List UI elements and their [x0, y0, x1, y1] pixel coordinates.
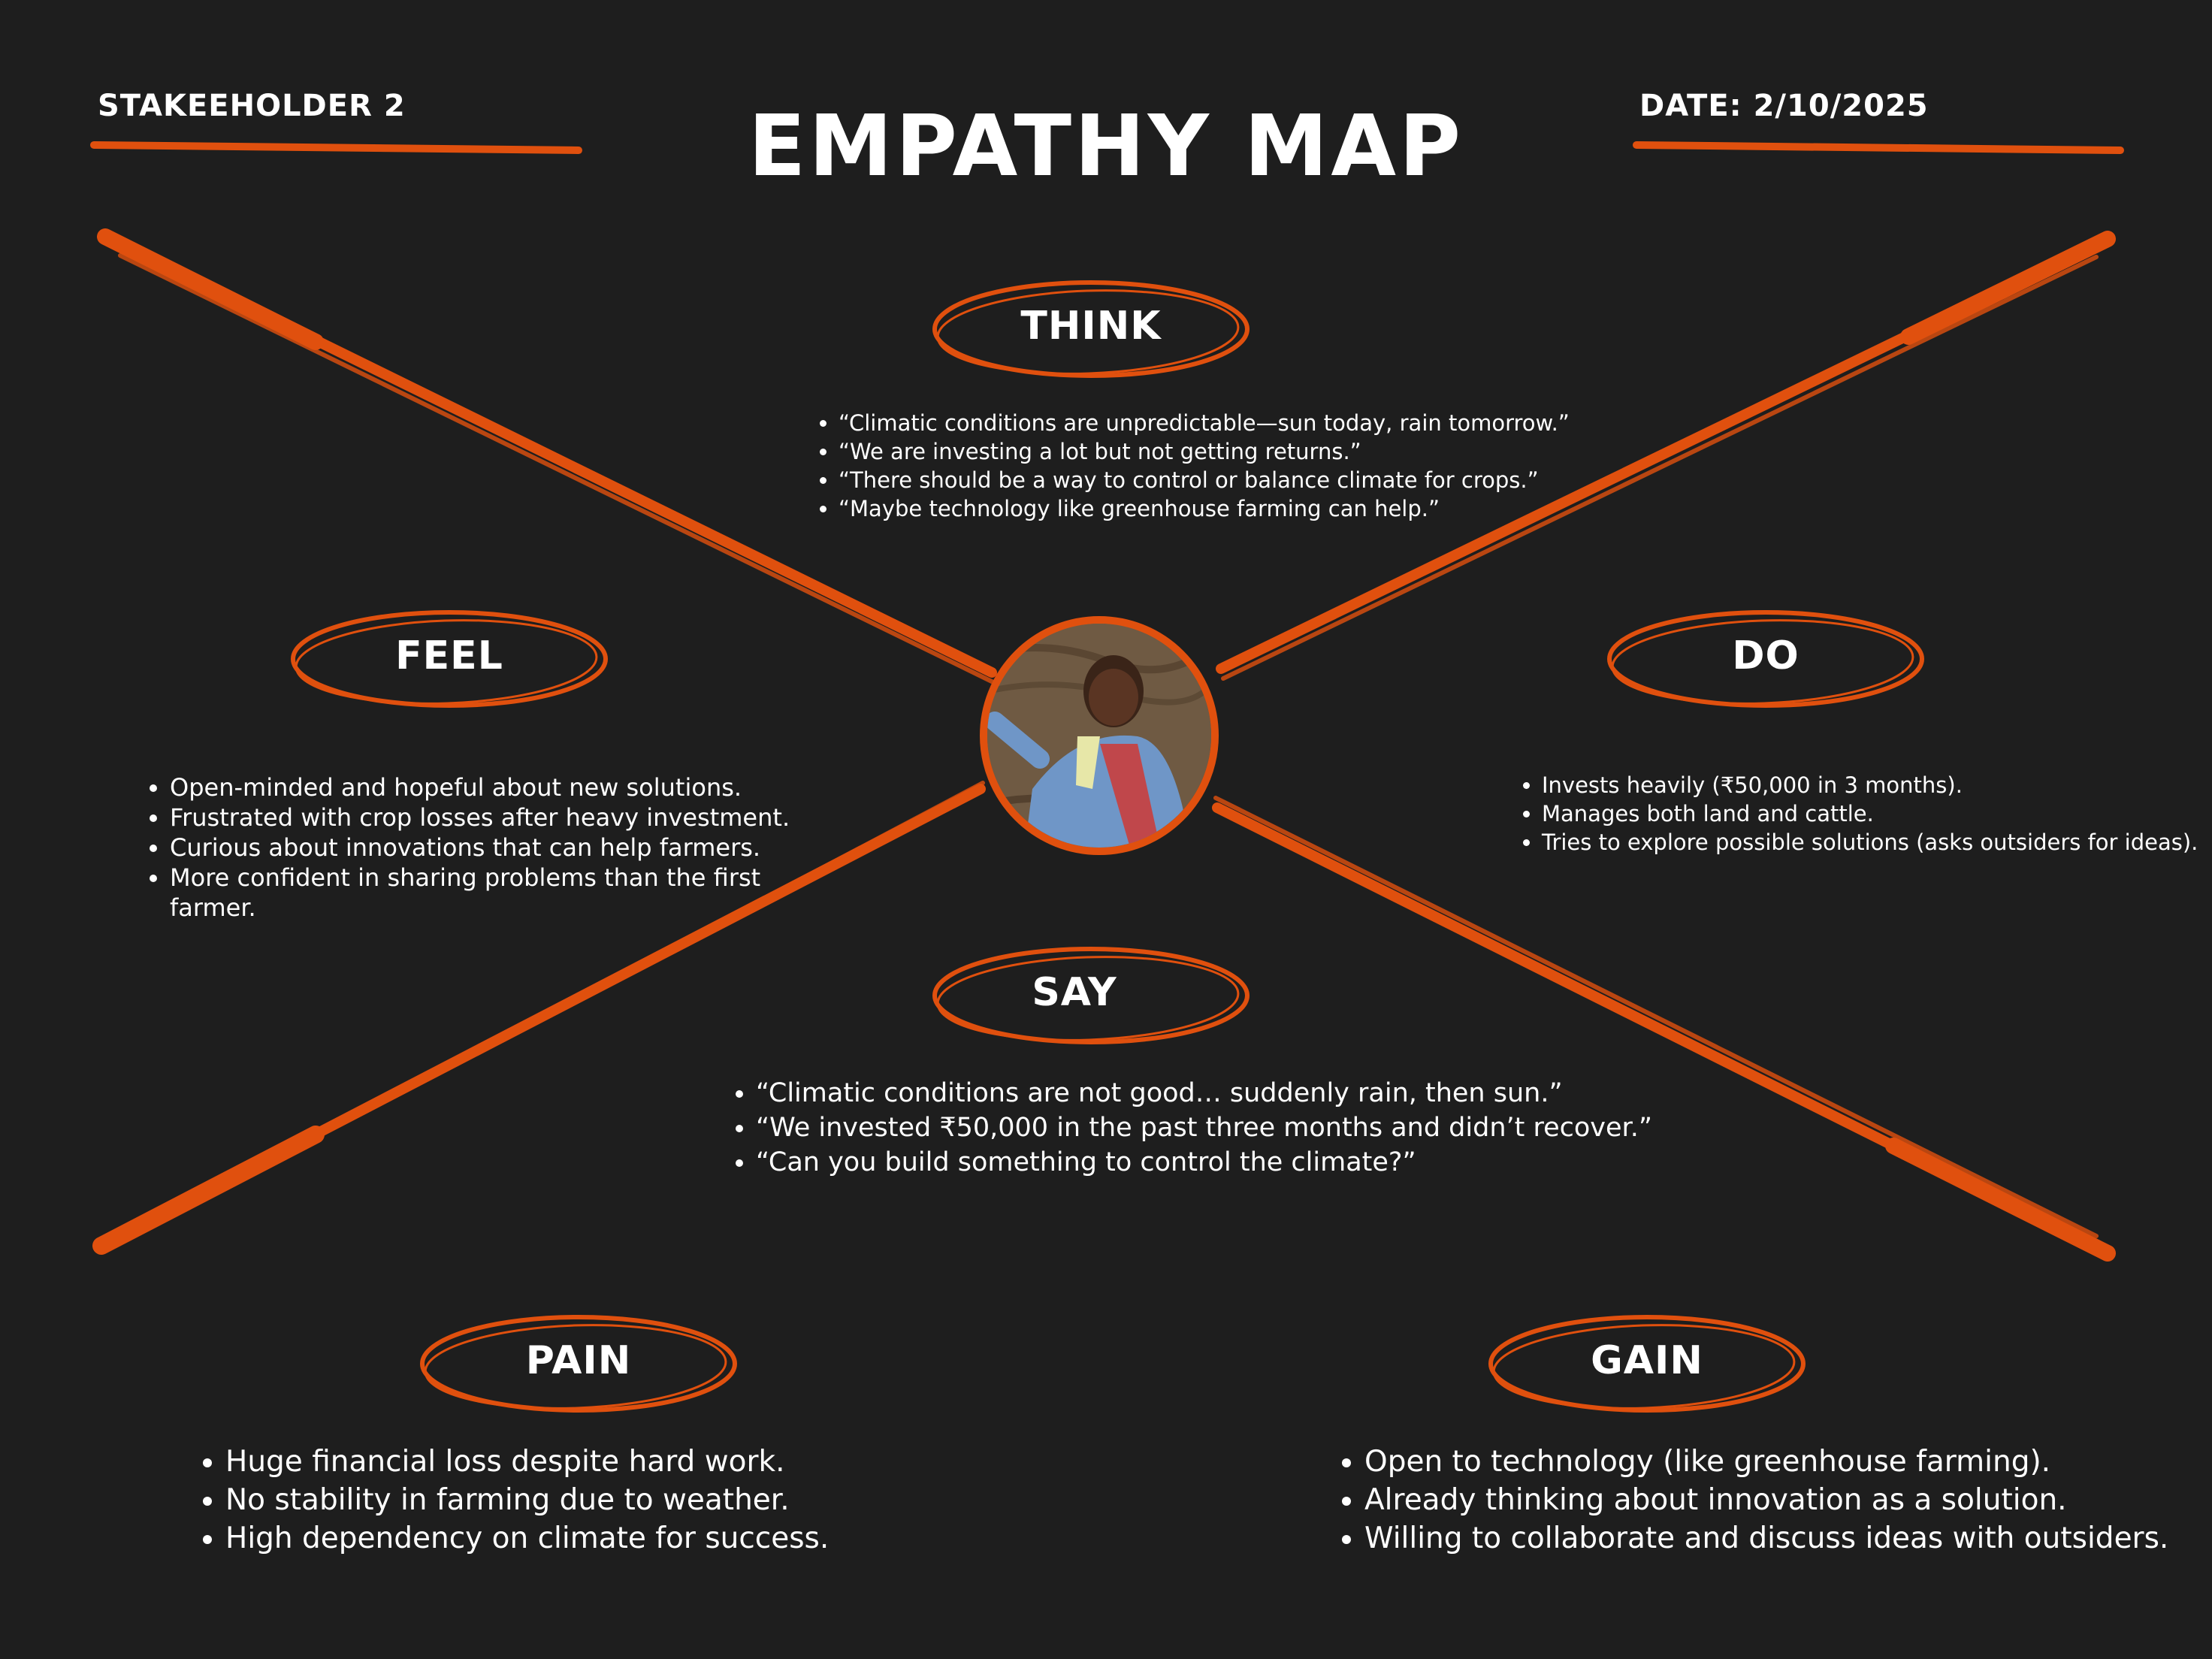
- ellipse-gain: [1488, 1315, 1806, 1413]
- ellipse-do: [1607, 610, 1924, 708]
- list-item: Open-minded and hopeful about new soluti…: [170, 772, 823, 802]
- diagonal-stroke-top-left: [97, 228, 997, 684]
- gain-list: Open to technology (like greenhouse farm…: [1322, 1443, 2212, 1558]
- list-item: Huge financial loss despite hard work.: [225, 1443, 977, 1481]
- list-item: Manages both land and cattle.: [1542, 799, 2203, 828]
- stakeholder-underline: [90, 141, 582, 154]
- pain-label: PAIN: [525, 1338, 632, 1383]
- stakeholder-label: STAKEEHOLDER 2: [98, 89, 406, 123]
- list-item: “We are investing a lot but not getting …: [839, 437, 1635, 466]
- pain-list: Huge financial loss despite hard work. N…: [183, 1443, 977, 1558]
- say-label: SAY: [1032, 970, 1117, 1015]
- list-item: “We invested ₹50,000 in the past three m…: [756, 1111, 1733, 1145]
- page-title: EMPATHY MAP: [748, 98, 1464, 195]
- list-item: Tries to explore possible solutions (ask…: [1542, 828, 2203, 857]
- think-label: THINK: [1020, 304, 1162, 349]
- list-item: High dependency on climate for success.: [225, 1519, 977, 1558]
- list-item: Curious about innovations that can help …: [170, 833, 823, 863]
- farmer-portrait-illustration: [987, 624, 1211, 848]
- ellipse-pain: [420, 1315, 737, 1413]
- list-item: More confident in sharing problems than …: [170, 863, 823, 923]
- do-list: Invests heavily (₹50,000 in 3 months). M…: [1500, 771, 2203, 857]
- list-item: “Maybe technology like greenhouse farmin…: [839, 494, 1635, 523]
- feel-label: FEEL: [395, 633, 503, 678]
- ellipse-think: [932, 280, 1250, 378]
- gain-label: GAIN: [1591, 1338, 1703, 1383]
- list-item: Frustrated with crop losses after heavy …: [170, 802, 823, 833]
- list-item: “Climatic conditions are unpredictable—s…: [839, 409, 1635, 437]
- list-item: No stability in farming due to weather.: [225, 1481, 977, 1519]
- diagonal-stroke-bottom-left: [92, 781, 986, 1255]
- list-item: “Climatic conditions are not good… sudde…: [756, 1076, 1733, 1111]
- list-item: “There should be a way to control or bal…: [839, 466, 1635, 494]
- think-list: “Climatic conditions are unpredictable—s…: [796, 409, 1635, 523]
- farmer-portrait: [980, 616, 1219, 855]
- list-item: Open to technology (like greenhouse farm…: [1364, 1443, 2212, 1481]
- diagonal-stroke-top-right: [1216, 231, 2116, 681]
- do-label: DO: [1732, 633, 1800, 678]
- list-item: Willing to collaborate and discuss ideas…: [1364, 1519, 2212, 1558]
- diagonal-stroke-bottom-right: [1212, 796, 2116, 1262]
- ellipse-say: [932, 947, 1250, 1044]
- say-list: “Climatic conditions are not good… sudde…: [714, 1076, 1733, 1180]
- list-item: “Can you build something to control the …: [756, 1145, 1733, 1180]
- list-item: Already thinking about innovation as a s…: [1364, 1481, 2212, 1519]
- date-underline: [1633, 141, 2124, 154]
- date-label: DATE: 2/10/2025: [1639, 89, 1929, 123]
- ellipse-feel: [291, 610, 608, 708]
- feel-list: Open-minded and hopeful about new soluti…: [128, 772, 823, 923]
- list-item: Invests heavily (₹50,000 in 3 months).: [1542, 771, 2203, 799]
